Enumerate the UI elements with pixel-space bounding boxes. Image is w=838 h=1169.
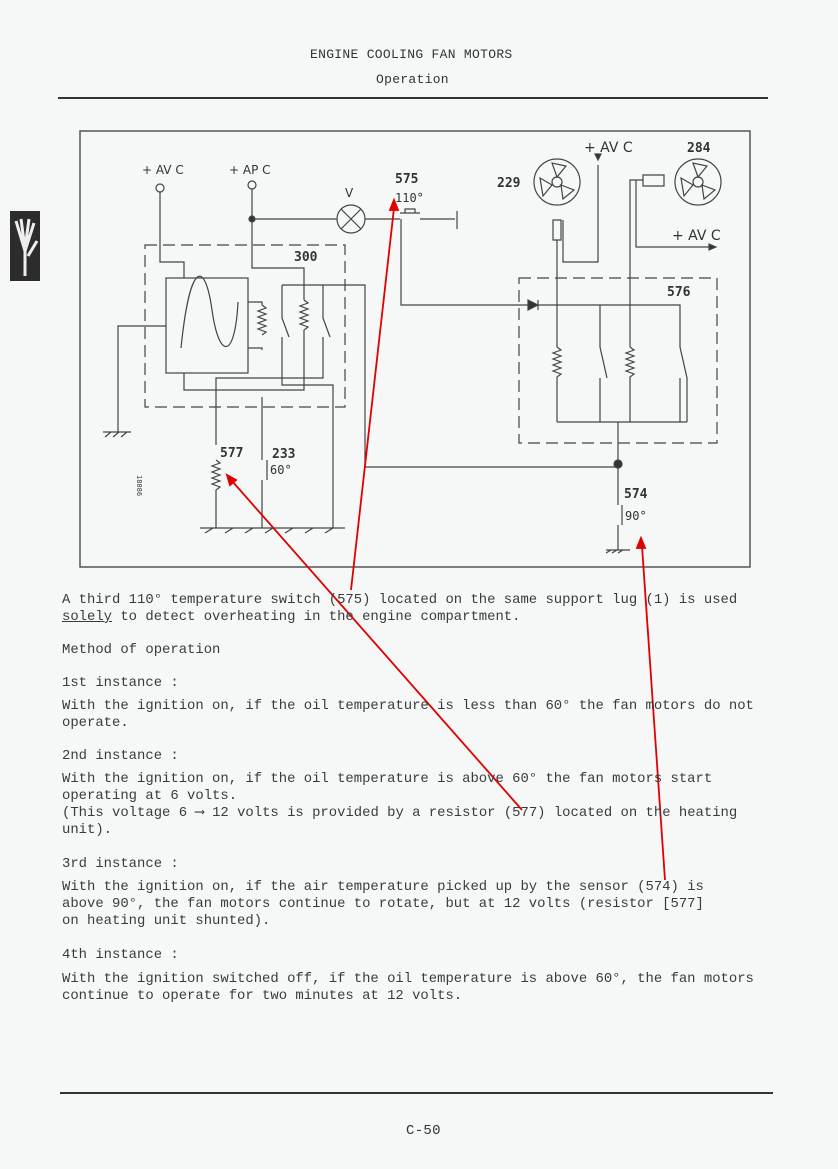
footer-rule [60,1092,773,1094]
instance-title: 1st instance : [62,675,179,691]
warning-lamp-icon [336,204,366,234]
instance-title: 4th instance : [62,947,179,963]
reference-code: 18086 [135,475,143,496]
instance-line: continue to operate for two minutes at 1… [62,988,463,1004]
terminal-ap-c [247,180,305,300]
arrow-to-575 [350,207,395,591]
intro-line-1: A third 110° temperature switch (575) lo… [62,592,738,608]
fan-284-icon [674,158,722,206]
relay-coil [624,346,636,422]
instance-title: 2nd instance : [62,748,179,764]
fan-229-wire [552,165,599,347]
instance-title: 3rd instance : [62,856,179,872]
section-tab-wiring-icon [10,211,40,281]
arrowhead-icon [635,535,647,549]
arrowhead-icon [388,197,400,211]
page-title: ENGINE COOLING FAN MOTORS [310,47,513,62]
resistor-577 [210,459,222,528]
intro-line-2-text: to detect overheating in the engine comp… [112,609,521,625]
label-284: 284 [687,141,711,156]
thermo-switch-233 [261,397,268,528]
instance-line: operating at 6 volts. [62,788,238,804]
junction-dot [613,459,623,469]
relay-coil [256,304,268,336]
label-av-c: + AV C [142,163,184,177]
label-ap-c: + AP C [229,163,271,177]
relay-switch [281,285,334,528]
label-229: 229 [497,176,520,191]
diagram-frame [79,130,751,568]
header-rule [58,97,768,99]
fan-229-icon [533,158,581,206]
label-av-c-right: + AV C [672,228,721,244]
instance-line: above 90°, the fan motors continue to ro… [62,896,704,912]
ground-bar [200,527,345,534]
arrow-to-577 [231,480,523,811]
instance-line: unit). [62,822,113,838]
instance-line: operate. [62,715,129,731]
instance-line: With the ignition on, if the oil tempera… [62,698,754,714]
module-300-box [144,244,346,408]
relay-switch [215,285,331,445]
arrow-to-574 [641,545,666,881]
method-heading: Method of operation [62,642,221,658]
intro-line-2: solely to detect overheating in the engi… [62,609,520,626]
sensor-574 [617,422,623,550]
instance-line: With the ignition on, if the air tempera… [62,879,704,895]
label-300: 300 [294,250,318,265]
page-subtitle: Operation [376,72,449,87]
label-574: 574 [624,487,648,502]
temperature-switch-575 [400,208,515,306]
relay-coil [551,346,563,422]
annotation-arrows [225,197,666,881]
instance-line: With the ignition switched off, if the o… [62,971,754,987]
label-233-temp: 60° [270,463,292,477]
page-number: C-50 [406,1123,441,1139]
label-575: 575 [395,172,418,187]
ground-icon [103,431,131,438]
instance-line: on heating unit shunted). [62,913,271,929]
label-577: 577 [220,446,243,461]
instance-line: (This voltage 6 ⟶ 12 volts is provided b… [62,805,738,821]
label-lamp: V [345,186,354,200]
label-576: 576 [667,285,691,300]
label-575-temp: 110° [395,191,424,205]
ground-icon [605,549,630,554]
label-574-temp: 90° [625,509,647,523]
emphasis-solely: solely [62,609,113,625]
instance-line: With the ignition on, if the oil tempera… [62,771,713,787]
terminal-av-c-left [155,183,185,278]
relay-coil [183,299,310,391]
label-233: 233 [272,447,295,462]
label-av-c-top: + AV C [584,140,633,156]
diode-icon [527,299,540,311]
sine-wave-icon [180,275,239,349]
fan-284-wire [629,174,713,347]
arrowhead-icon [225,473,238,487]
